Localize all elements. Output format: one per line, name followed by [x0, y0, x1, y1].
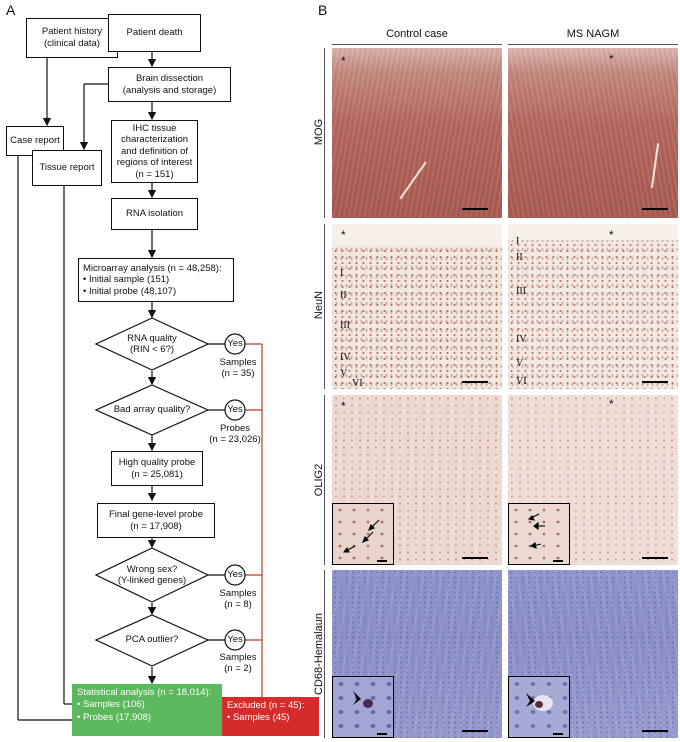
cd68-ms-arrowhead — [526, 693, 535, 707]
neun-ms-scalebar — [642, 381, 668, 383]
olig2-control-scalebar — [462, 557, 488, 559]
olig2-control-arrows — [342, 519, 380, 553]
neun-control-layer-5: V — [340, 368, 348, 379]
olig2-control-star: * — [341, 399, 346, 413]
neun-ms-layer-5: V — [516, 358, 524, 369]
yes-label-4: Yes — [227, 634, 243, 645]
cd68-ms-inset-scalebar — [553, 733, 563, 735]
mog-ms-star: * — [609, 52, 614, 66]
pca-outlier-label: PCA outlier? — [125, 634, 179, 645]
cd68-control-image — [332, 570, 502, 738]
rna-quality-label: RNA quality (RIN < 6?) — [127, 333, 177, 356]
olig2-ms-inset-scalebar — [553, 560, 563, 562]
final-gene-box: Final gene-level probe (n = 17,908) — [97, 503, 215, 538]
cd68-ms-inset — [508, 676, 570, 738]
mog-control-scalebar — [462, 208, 488, 210]
mog-ms-scalebar — [642, 208, 668, 210]
excluded-box: Excluded (n = 45): • Samples (45) — [222, 697, 319, 736]
exclusion-label-3: Samples (n = 8) — [219, 588, 257, 611]
row-rule-cd68 — [324, 570, 325, 738]
neun-control-layer-1: I — [340, 268, 344, 279]
microarray-box: Microarray analysis (n = 48,258): • Init… — [78, 258, 234, 302]
panel-a-letter: A — [6, 2, 16, 18]
tissue-report-box: Tissue report — [32, 150, 102, 186]
neun-control-star: * — [341, 228, 346, 242]
yes-label-3: Yes — [227, 569, 243, 580]
mog-control-image: * — [332, 48, 502, 218]
neun-ms-layer-1: I — [516, 236, 520, 247]
cd68-ms-image — [508, 570, 678, 738]
cd68-control-arrowhead — [353, 691, 361, 705]
row-label-cd68: CD68-Hemalaun — [313, 613, 325, 695]
ihc-box: IHC tissue characterization and definiti… — [111, 120, 198, 183]
row-label-olig2: OLIG2 — [313, 463, 325, 497]
cd68-control-inset — [332, 676, 394, 738]
bad-array-label: Bad array quality? — [113, 404, 191, 415]
flowchart-connectors — [17, 52, 263, 721]
yes-label-1: Yes — [227, 338, 243, 349]
wrong-sex-label: Wrong sex? (Y-linked genes) — [117, 564, 187, 587]
high-quality-box: High quality probe (n = 25,081) — [111, 451, 203, 486]
olig2-ms-arrows — [527, 513, 545, 549]
cd68-ms-scalebar — [642, 730, 668, 732]
wrong-sex-diamond — [94, 547, 210, 603]
row-rule-mog — [324, 48, 325, 218]
neun-control-image: * I II III IV V VI — [332, 224, 502, 389]
olig2-control-inset — [332, 503, 394, 565]
olig2-control-image: * — [332, 395, 502, 565]
olig2-ms-image: * — [508, 395, 678, 565]
neun-ms-image: * I II III IV V VI — [508, 224, 678, 389]
col-header-control: Control case — [386, 28, 448, 40]
col-header-rule-ms — [508, 44, 678, 45]
row-label-neun: NeuN — [313, 290, 325, 320]
neun-control-layer-4: IV — [340, 352, 351, 363]
neun-ms-layer-2: II — [516, 252, 523, 263]
patient-history-box: Patient history (clinical data) — [26, 18, 118, 58]
mog-ms-image: * — [508, 48, 678, 218]
olig2-control-inset-scalebar — [377, 560, 387, 562]
bad-array-diamond — [94, 384, 210, 436]
cd68-control-inset-scalebar — [377, 733, 387, 735]
neun-control-layer-2: II — [340, 290, 347, 301]
neun-ms-layer-6: VI — [516, 376, 527, 387]
col-header-rule-control — [332, 44, 502, 45]
patient-death-box: Patient death — [108, 14, 201, 52]
neun-control-layer-3: III — [340, 320, 350, 331]
brain-dissection-box: Brain dissection (analysis and storage) — [108, 67, 231, 102]
panel-b-letter: B — [318, 2, 328, 18]
yes-label-2: Yes — [227, 404, 243, 415]
neun-ms-star: * — [609, 228, 614, 242]
final-gene-text: Final gene-level probe (n = 17,908) — [108, 508, 203, 532]
exclusion-label-4: Samples (n = 2) — [219, 652, 257, 675]
pca-outlier-diamond — [94, 614, 210, 667]
olig2-ms-scalebar — [642, 557, 668, 559]
exclusion-label-2: Probes (n = 23,026) — [209, 423, 261, 446]
high-quality-text: High quality probe (n = 25,081) — [118, 456, 196, 480]
neun-ms-layer-3: III — [516, 286, 526, 297]
row-rule-neun — [324, 224, 325, 389]
row-rule-olig2 — [324, 395, 325, 565]
rna-quality-diamond — [94, 317, 210, 371]
neun-ms-layer-4: IV — [516, 334, 527, 345]
row-label-mog: MOG — [313, 118, 325, 146]
col-header-ms: MS NAGM — [566, 28, 620, 40]
exclusion-label-1: Samples (n = 35) — [219, 357, 257, 380]
rna-isolation-box: RNA isolation — [111, 198, 198, 230]
neun-control-layer-6: VI — [352, 378, 363, 389]
olig2-ms-star: * — [609, 397, 614, 411]
statistical-analysis-box: Statistical analysis (n = 18,014): • Sam… — [72, 684, 222, 736]
neun-control-scalebar — [462, 381, 488, 383]
mog-control-star: * — [341, 54, 346, 68]
cd68-control-scalebar — [462, 730, 488, 732]
olig2-ms-inset — [508, 503, 570, 565]
